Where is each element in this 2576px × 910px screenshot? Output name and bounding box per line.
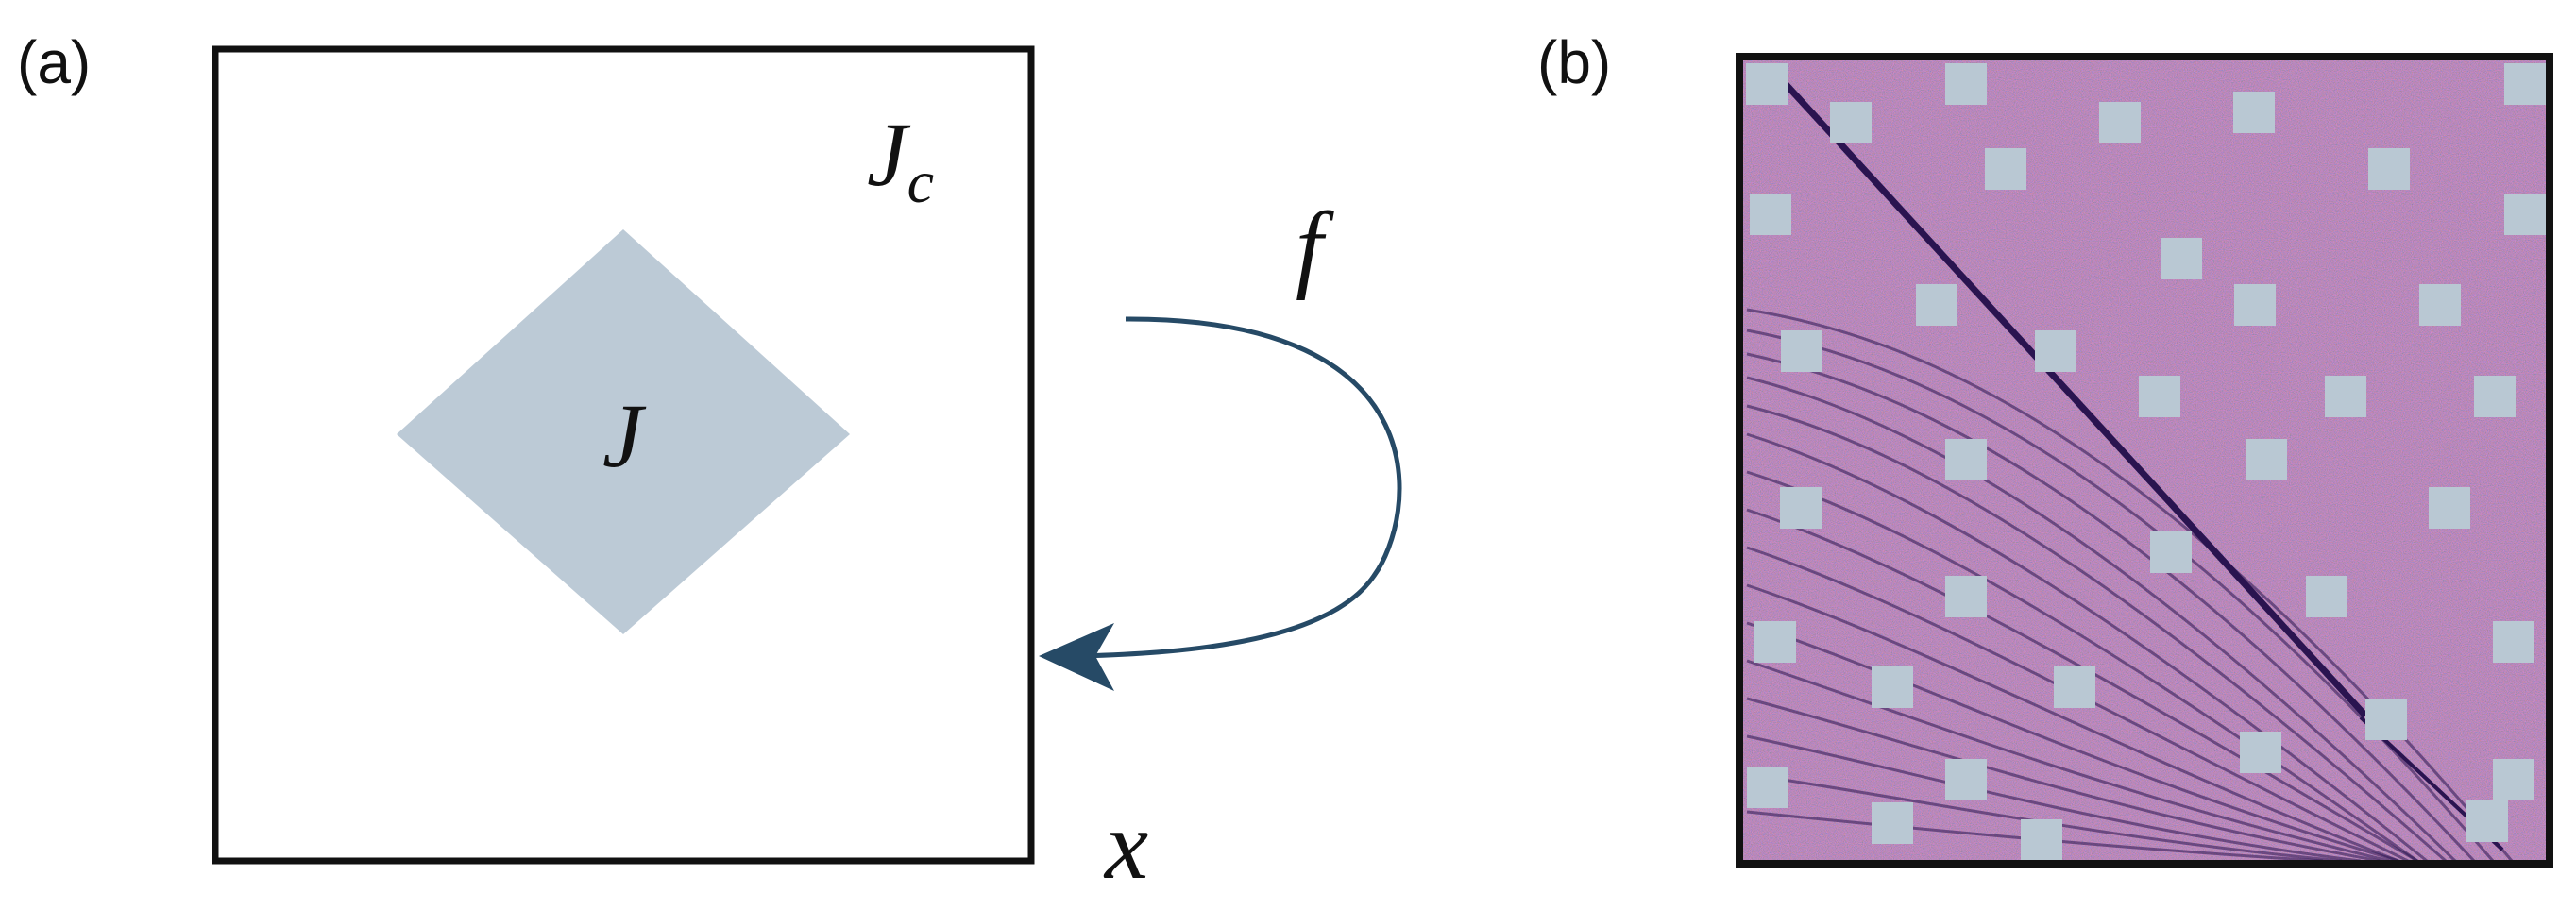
grid-square bbox=[1945, 576, 1987, 617]
grid-square bbox=[2325, 376, 2366, 417]
grid-square bbox=[2234, 284, 2276, 326]
phase-texture bbox=[1739, 57, 2550, 864]
grid-square bbox=[2466, 800, 2508, 842]
grid-square bbox=[2504, 194, 2546, 235]
map-label: f bbox=[1296, 193, 1334, 301]
grid-square bbox=[2139, 376, 2180, 417]
grid-square bbox=[1750, 194, 1791, 235]
grid-square bbox=[1945, 439, 1987, 480]
grid-square bbox=[1754, 621, 1796, 663]
grid-square bbox=[2365, 699, 2407, 740]
grid-square bbox=[2474, 376, 2516, 417]
panel-a-label: (a) bbox=[17, 28, 91, 96]
grid-square bbox=[2306, 576, 2347, 617]
inner-set-label: J bbox=[602, 385, 647, 486]
grid-square bbox=[1945, 759, 1987, 800]
curved-arrow-icon bbox=[1039, 316, 1402, 691]
grid-square bbox=[1916, 284, 1957, 326]
grid-square bbox=[2035, 330, 2076, 372]
grid-square bbox=[2419, 284, 2461, 326]
grid-square bbox=[2429, 487, 2470, 529]
grid-square bbox=[1872, 666, 1913, 708]
panel-b: (b) bbox=[1537, 28, 2553, 868]
grid-square bbox=[2054, 666, 2095, 708]
grid-square bbox=[2493, 759, 2534, 800]
panel-b-frame bbox=[1736, 53, 2553, 868]
grid-square bbox=[2233, 92, 2275, 133]
grid-square bbox=[1872, 802, 1913, 844]
grid-square bbox=[1945, 63, 1987, 105]
grid-square bbox=[1781, 330, 1822, 372]
grid-square bbox=[2099, 102, 2141, 143]
grid-square bbox=[2240, 732, 2281, 773]
outer-set-label-main: J bbox=[867, 104, 911, 205]
grid-square bbox=[2161, 238, 2202, 279]
panel-b-label: (b) bbox=[1537, 28, 1611, 96]
outer-set-label: Jc bbox=[867, 104, 934, 215]
grid-square bbox=[2021, 819, 2062, 861]
space-label: x bbox=[1103, 791, 1148, 900]
texture-noise bbox=[1739, 57, 2550, 864]
grid-square bbox=[2493, 621, 2534, 663]
inner-diamond bbox=[397, 229, 850, 634]
grid-square bbox=[1830, 102, 1872, 143]
outer-set-label-subscript: c bbox=[907, 148, 934, 215]
grid-square bbox=[1746, 63, 1788, 105]
grid-square bbox=[1747, 767, 1788, 808]
arrow-head bbox=[1039, 623, 1114, 691]
diagonal-streak bbox=[1782, 80, 2368, 718]
grid-square bbox=[2368, 148, 2410, 190]
panel-a: (a) J Jc f x bbox=[17, 28, 1402, 900]
grid-square bbox=[2150, 531, 2192, 573]
arrow-curve bbox=[1080, 316, 1402, 659]
grid-square bbox=[1780, 487, 1822, 529]
grid-square bbox=[1985, 148, 2026, 190]
grid-squares bbox=[1746, 63, 2546, 861]
grid-square bbox=[2246, 439, 2287, 480]
grid-square bbox=[2504, 63, 2546, 105]
